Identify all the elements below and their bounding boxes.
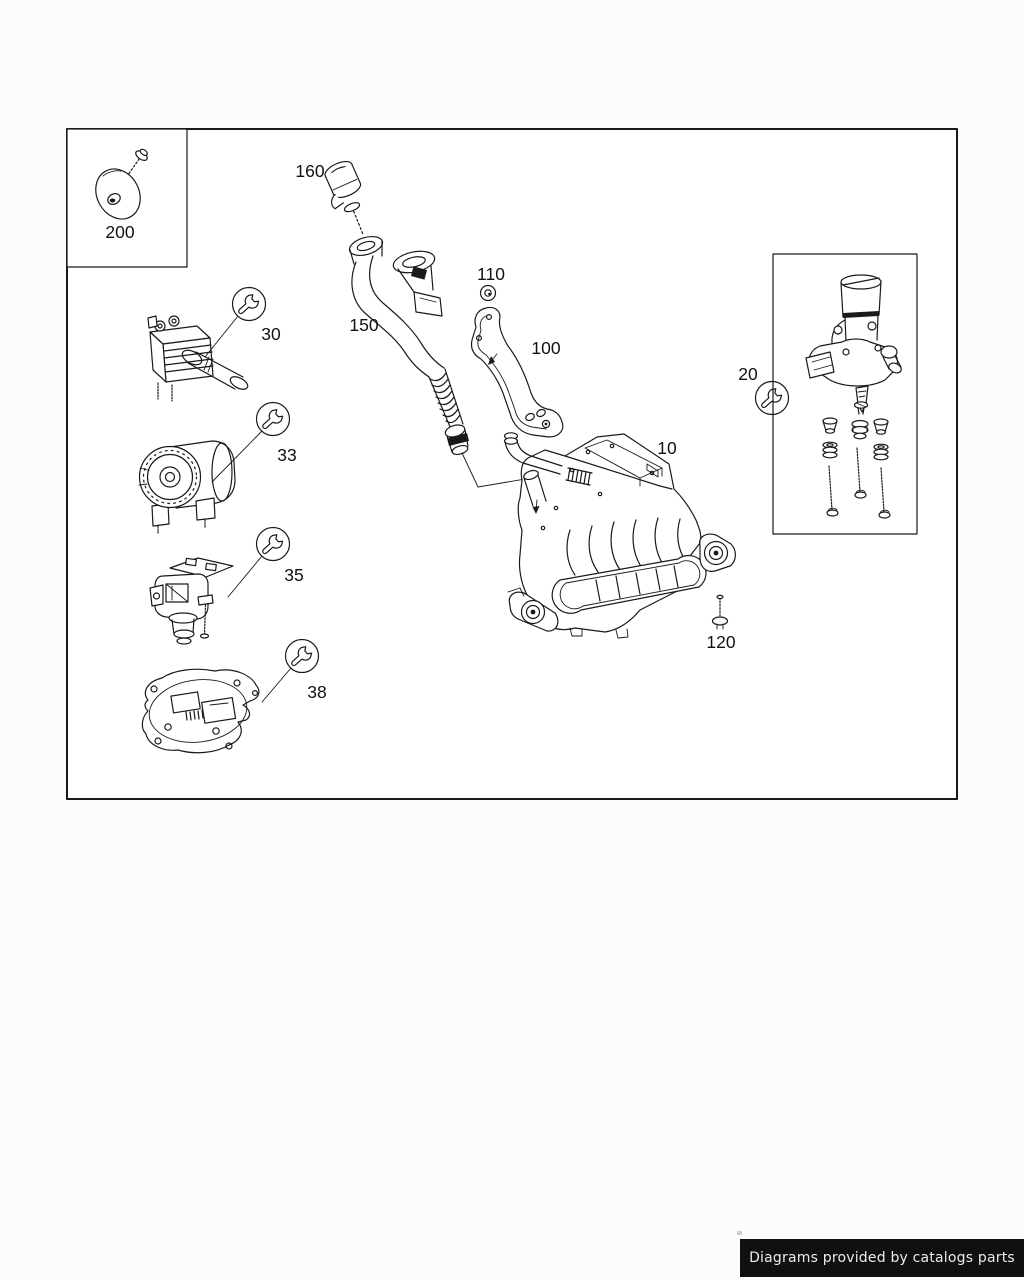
part-150-filler-pipe	[343, 202, 585, 488]
part-200-rivet	[95, 148, 148, 220]
part-38-cover	[141, 668, 260, 754]
part-label-30: 30	[261, 324, 281, 344]
part-label-160: 160	[295, 161, 324, 181]
part-20-hardware	[822, 401, 891, 519]
part-label-110: 110	[477, 264, 505, 284]
image-artifact-speck	[737, 1231, 742, 1235]
part-label-33: 33	[277, 445, 296, 465]
part-label-20: 20	[738, 364, 758, 384]
part-160-cap	[324, 160, 362, 210]
part-label-120: 120	[706, 632, 735, 652]
part-120-screw	[711, 594, 729, 630]
leader-line	[227, 555, 263, 598]
inset-box-20	[772, 253, 918, 535]
watermark-bar: Diagrams provided by catalogs parts	[740, 1239, 1024, 1277]
part-33-pump	[138, 440, 236, 535]
leader-line	[261, 667, 292, 703]
part-label-100: 100	[531, 338, 560, 358]
part-100-bracket	[470, 306, 564, 438]
part-35-valve	[149, 557, 234, 645]
part-30-valve	[147, 315, 249, 402]
part-label-35: 35	[284, 565, 303, 585]
watermark-text: Diagrams provided by catalogs parts	[749, 1250, 1015, 1266]
part-label-10: 10	[657, 438, 677, 458]
part-10-tank	[503, 432, 736, 639]
part-label-150: 150	[349, 315, 378, 335]
part-110-washer	[479, 284, 497, 302]
part-label-38: 38	[307, 682, 326, 702]
leader-line	[211, 430, 263, 483]
part-label-200: 200	[105, 222, 134, 242]
leader-line	[204, 315, 239, 358]
